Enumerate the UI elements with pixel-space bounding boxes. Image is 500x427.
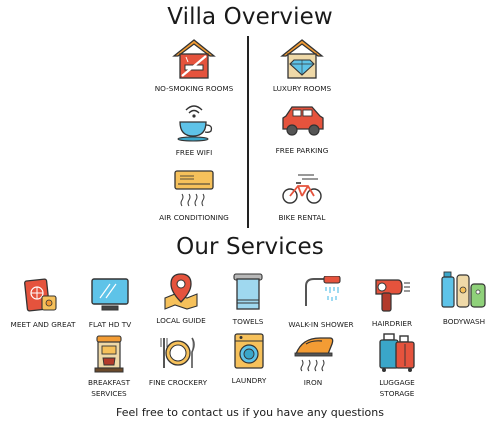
passport-icon [24, 278, 57, 312]
label-breakfast-services-line2: SERVICES [91, 389, 127, 398]
wifi-cup-icon [177, 105, 213, 142]
plate-cutlery-icon [160, 337, 195, 368]
hairdryer-icon [375, 279, 410, 312]
bicycle-icon [282, 174, 322, 204]
services-title: Our Services [176, 234, 324, 260]
shower-icon [305, 276, 341, 306]
coffee-machine-icon [94, 335, 124, 373]
towel-icon [233, 273, 263, 310]
air-conditioner-icon [174, 170, 214, 207]
car-icon [282, 106, 324, 136]
overview-divider [247, 36, 249, 228]
luggage-icon [379, 333, 415, 372]
label-fine-crockery: FINE CROCKERY [148, 378, 208, 387]
diamond-house-icon [280, 39, 324, 79]
label-bike-rental: BIKE RENTAL [278, 213, 326, 222]
washing-machine-icon [234, 333, 264, 369]
map-pin-icon [164, 273, 198, 310]
label-air-conditioning: AIR CONDITIONING [159, 213, 229, 222]
label-luxury-rooms: LUXURY ROOMS [272, 84, 332, 93]
label-luggage-storage-line1: LUGGAGE [379, 378, 415, 387]
label-towels: TOWELS [232, 317, 264, 326]
iron-icon [294, 337, 334, 372]
label-iron: IRON [303, 378, 323, 387]
label-breakfast-services-line1: BREAKFAST [87, 378, 131, 387]
no-smoking-house-icon [172, 39, 216, 79]
label-free-parking: FREE PARKING [275, 146, 329, 155]
label-bodywash: BODYWASH [442, 317, 486, 326]
label-walk-in-shower: WALK-IN SHOWER [288, 320, 354, 329]
label-meet-and-great: MEET AND GREAT [10, 320, 76, 329]
tv-icon [91, 278, 129, 311]
label-laundry: LAUNDRY [231, 376, 267, 385]
label-hairdrier: HAIRDRIER [371, 319, 413, 328]
label-free-wifi: FREE WIFI [175, 148, 213, 157]
contact-footer-text: Feel free to contact us if you have any … [116, 406, 384, 419]
label-no-smoking-rooms: NO-SMOKING ROOMS [154, 84, 234, 93]
label-flat-hd-tv: FLAT HD TV [88, 320, 132, 329]
label-luggage-storage-line2: STORAGE [379, 389, 415, 398]
label-local-guide: LOCAL GUIDE [156, 316, 206, 325]
bodywash-icon [441, 271, 486, 308]
overview-title: Villa Overview [167, 4, 333, 30]
